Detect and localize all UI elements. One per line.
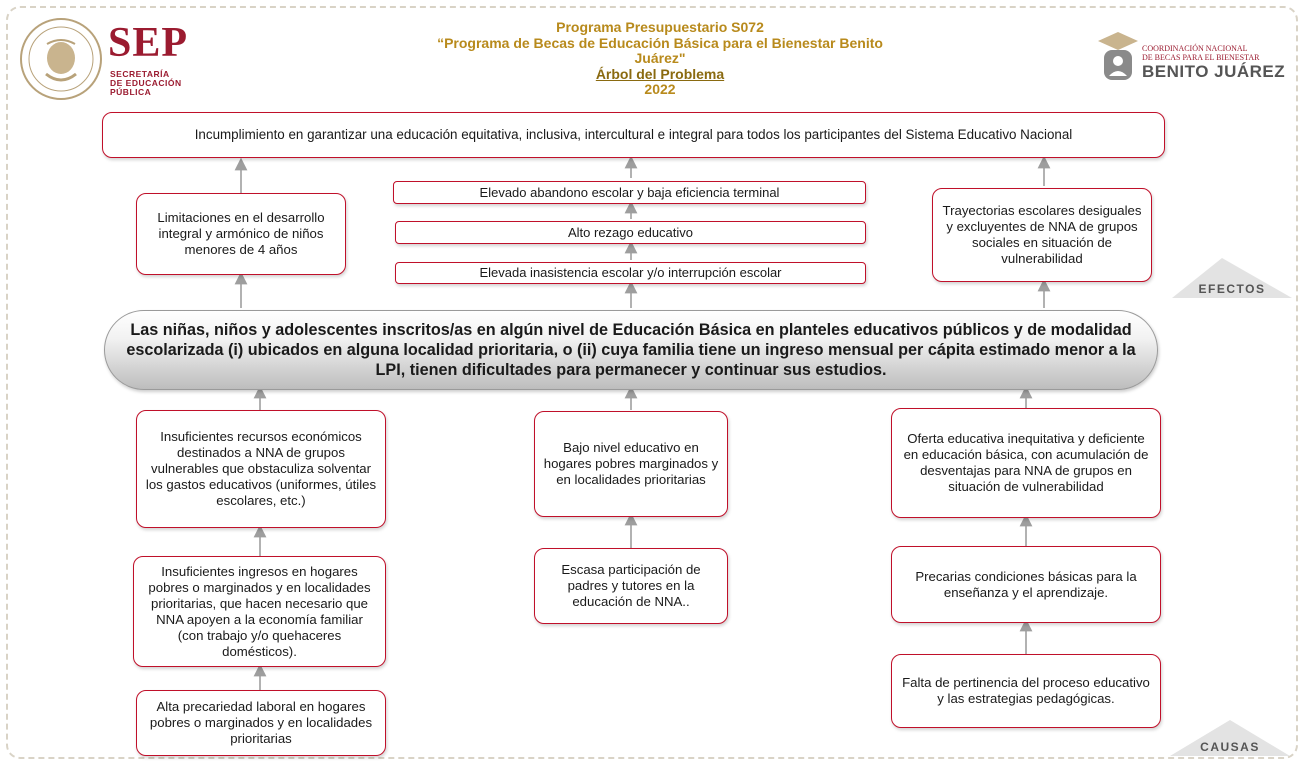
cause-center-2: Escasa participación de padres y tutores… [534, 548, 728, 624]
mexico-seal-icon [20, 18, 102, 100]
tree-title: Árbol del Problema [595, 65, 725, 82]
year: 2022 [644, 81, 676, 97]
effect-center-bottom: Elevada inasistencia escolar y/o interru… [395, 262, 866, 284]
bj-logo-title: BENITO JUÁREZ [1142, 62, 1286, 81]
cause-right-2: Precarias condiciones básicas para la en… [891, 546, 1161, 623]
sep-logo-acronym: SEP [108, 20, 189, 66]
program-name-cont: Juárez" [634, 50, 686, 66]
effect-center-mid: Alto rezago educativo [395, 221, 866, 244]
graduation-cap-logo-icon [1098, 32, 1138, 80]
cause-left-1: Insuficientes recursos económicos destin… [136, 410, 386, 528]
effects-tag-label: EFECTOS [1198, 282, 1266, 296]
header-title: Programa Presupuestario S072 “Programa d… [380, 19, 940, 98]
effects-tag-shape-icon [1172, 258, 1292, 298]
program-name: “Programa de Becas de Educación Básica p… [437, 34, 883, 51]
sep-logo-subtitle: SECRETARÍA DE EDUCACIÓN PÚBLICA [110, 70, 182, 97]
cause-right-1: Oferta educativa inequitativa y deficien… [891, 408, 1161, 518]
central-problem: Las niñas, niños y adolescentes inscrito… [104, 310, 1158, 390]
bj-line2: DE BECAS PARA EL BIENESTAR [1142, 53, 1260, 62]
dashed-frame [6, 6, 1298, 759]
effect-center-top: Elevado abandono escolar y baja eficienc… [393, 181, 866, 204]
causes-tag-label: CAUSAS [1200, 740, 1260, 754]
cause-center-1: Bajo nivel educativo en hogares pobres m… [534, 411, 728, 517]
sep-sub-line3: PÚBLICA [110, 87, 152, 97]
bj-line1: COORDINACIÓN NACIONAL [1142, 44, 1248, 53]
effect-right: Trayectorias escolares desiguales y excl… [932, 188, 1152, 282]
cause-left-2: Insuficientes ingresos en hogares pobres… [133, 556, 386, 667]
effects-tag: EFECTOS [1172, 258, 1292, 298]
effect-left: Limitaciones en el desarrollo integral y… [136, 193, 346, 275]
program-code: Programa Presupuestario S072 [556, 19, 764, 35]
causes-tag: CAUSAS [1170, 720, 1290, 760]
cause-left-3: Alta precariedad laboral en hogares pobr… [136, 690, 386, 756]
sep-sub-line1: SECRETARÍA [110, 69, 170, 79]
bj-logo-subtitle: COORDINACIÓN NACIONAL DE BECAS PARA EL B… [1142, 44, 1259, 62]
sep-sub-line2: DE EDUCACIÓN [110, 78, 182, 88]
cause-right-3: Falta de pertinencia del proceso educati… [891, 654, 1161, 728]
effect-top: Incumplimiento en garantizar una educaci… [102, 112, 1165, 158]
causes-tag-shape-icon [1170, 720, 1290, 756]
